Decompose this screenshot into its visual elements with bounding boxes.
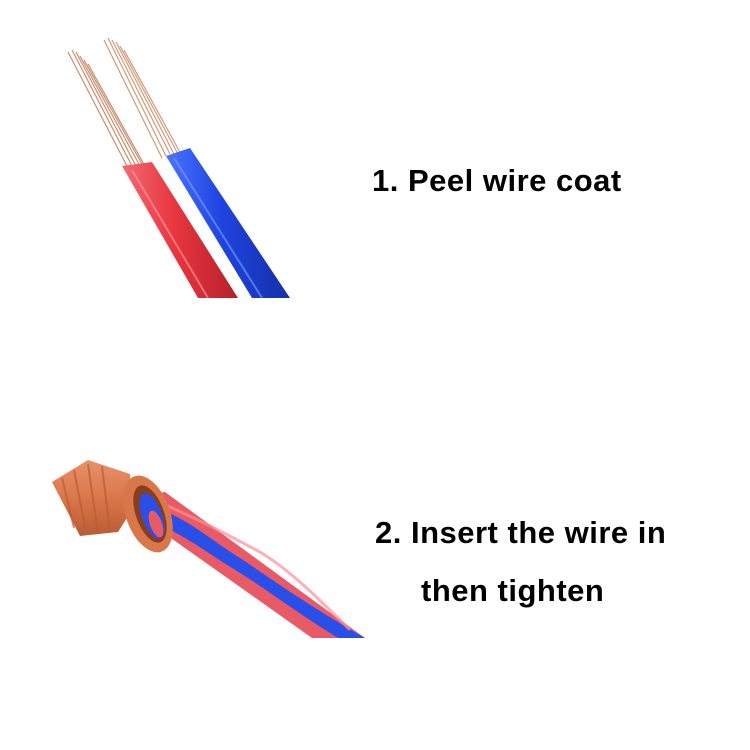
stripped-wire-icon — [67, 37, 290, 299]
step-2-text-line-2: then tighten — [421, 573, 605, 608]
wire-connector-icon — [52, 460, 365, 638]
step-2-text-line-1: 2. Insert the wire in — [375, 515, 667, 550]
step-1-text: 1. Peel wire coat — [372, 163, 622, 198]
